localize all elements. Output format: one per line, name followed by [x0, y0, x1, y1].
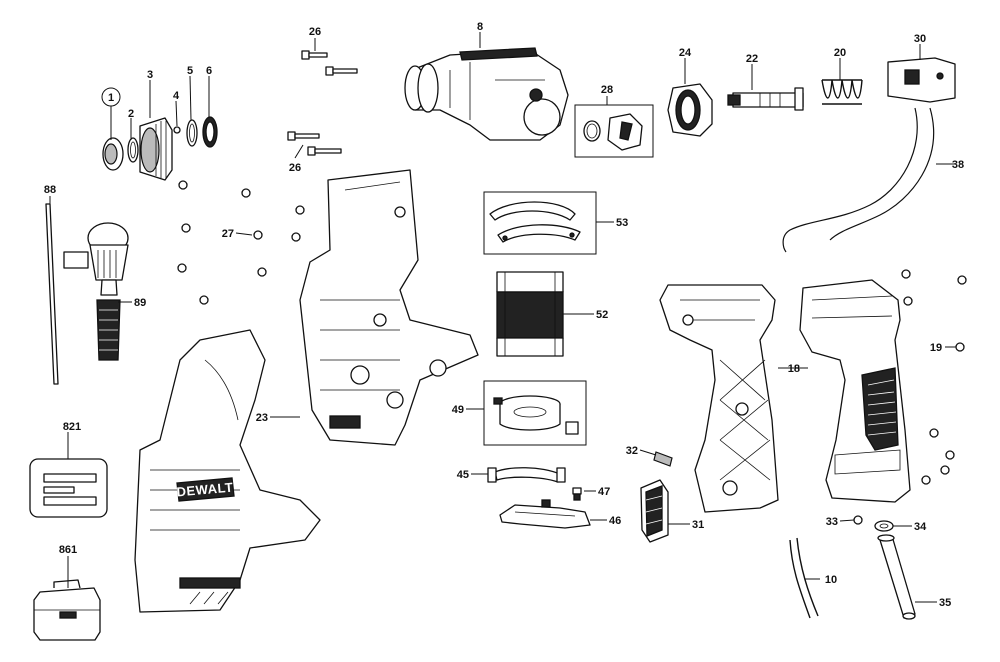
part-10-power-cord: [789, 537, 819, 619]
part-label: 52: [596, 309, 608, 321]
part-18-handle-half: [659, 284, 779, 513]
dewalt-logo: DEWALT: [176, 477, 235, 502]
part-861-carry-case: [33, 579, 101, 641]
part-label: 31: [692, 519, 704, 531]
part-label: 26: [309, 26, 321, 38]
part-label: 53: [616, 217, 628, 229]
part-35-cord-protector: [877, 534, 916, 620]
part-label: 10: [825, 574, 837, 586]
part-89-side-handle: [63, 222, 129, 361]
part-38-cable: [782, 107, 935, 253]
part-23-housing-half: [299, 169, 479, 446]
part-label: 34: [914, 521, 927, 533]
part-label: 32: [626, 445, 638, 457]
part-30-switch: [887, 57, 956, 103]
part-3-chuck-sleeve: [139, 117, 173, 181]
part-label: 46: [609, 515, 621, 527]
part-label: 38: [952, 159, 964, 171]
part-47-stud: [572, 487, 582, 501]
part-label: 49: [452, 404, 464, 416]
part-label: 821: [63, 421, 81, 433]
part-label: 19: [930, 342, 942, 354]
part-label: 6: [206, 65, 212, 77]
part-label: 22: [746, 53, 758, 65]
part-6-spring: [202, 116, 218, 148]
label-1-circle: [101, 87, 121, 107]
part-26-screws-lower: [287, 131, 342, 156]
part-45-clip: [487, 467, 566, 483]
part-34-clamp: [874, 520, 894, 532]
part-821-label: [29, 458, 108, 518]
part-label: 45: [457, 469, 469, 481]
part-24-bearing: [667, 83, 713, 137]
part-labels: 1 2 3 4 5 6 8 10 18 19 20 22 23 24 26 26…: [44, 21, 964, 609]
part-22-piston: [727, 87, 804, 111]
part-20-spring: [821, 79, 863, 105]
part-53-box: [483, 191, 597, 255]
part-33-screw: [853, 515, 863, 525]
part-label: 33: [826, 516, 838, 528]
part-handle-shell: [799, 279, 911, 503]
part-label: 26: [289, 162, 301, 174]
part-27-screws: [177, 180, 305, 305]
part-4-ball: [173, 126, 181, 134]
part-52-field-coil: [496, 271, 564, 357]
part-31-protector: [640, 479, 669, 543]
part-53-plates: [489, 201, 581, 243]
part-49-brush-holder: [493, 395, 579, 435]
dewalt-logo-text: DEWALT: [176, 480, 234, 500]
part-label: 47: [598, 486, 610, 498]
part-5-ring: [186, 119, 198, 147]
part-label: 24: [679, 47, 692, 59]
part-label: 35: [939, 597, 951, 609]
part-main-housing: [134, 329, 321, 613]
part-1-front-cap: [102, 137, 124, 171]
part-19-screws: [901, 269, 967, 485]
part-label: 30: [914, 33, 926, 45]
part-label: 89: [134, 297, 146, 309]
part-label: 4: [173, 90, 180, 102]
part-49-box: [483, 380, 587, 446]
part-label: 3: [147, 69, 153, 81]
part-label: 18: [788, 363, 800, 375]
part-label: 27: [222, 228, 234, 240]
part-88-depth-rod: [45, 203, 59, 385]
part-label: 88: [44, 184, 56, 196]
part-46-bracket: [499, 499, 591, 529]
part-label: 2: [128, 108, 134, 120]
part-2-ring: [127, 137, 139, 163]
part-label: 23: [256, 412, 268, 424]
part-28-box: [574, 104, 654, 158]
part-26-screws-top: [301, 50, 358, 76]
part-label: 861: [59, 544, 77, 556]
part-label: 28: [601, 84, 613, 96]
part-28-selector-knob: [583, 113, 643, 151]
part-32-brush: [653, 451, 673, 467]
part-label: 1: [108, 92, 114, 104]
leader-lines: [49, 32, 956, 603]
part-label: 8: [477, 21, 483, 33]
part-label: 5: [187, 65, 193, 77]
part-label: 20: [834, 47, 846, 59]
part-8-gear-housing: [404, 47, 569, 141]
